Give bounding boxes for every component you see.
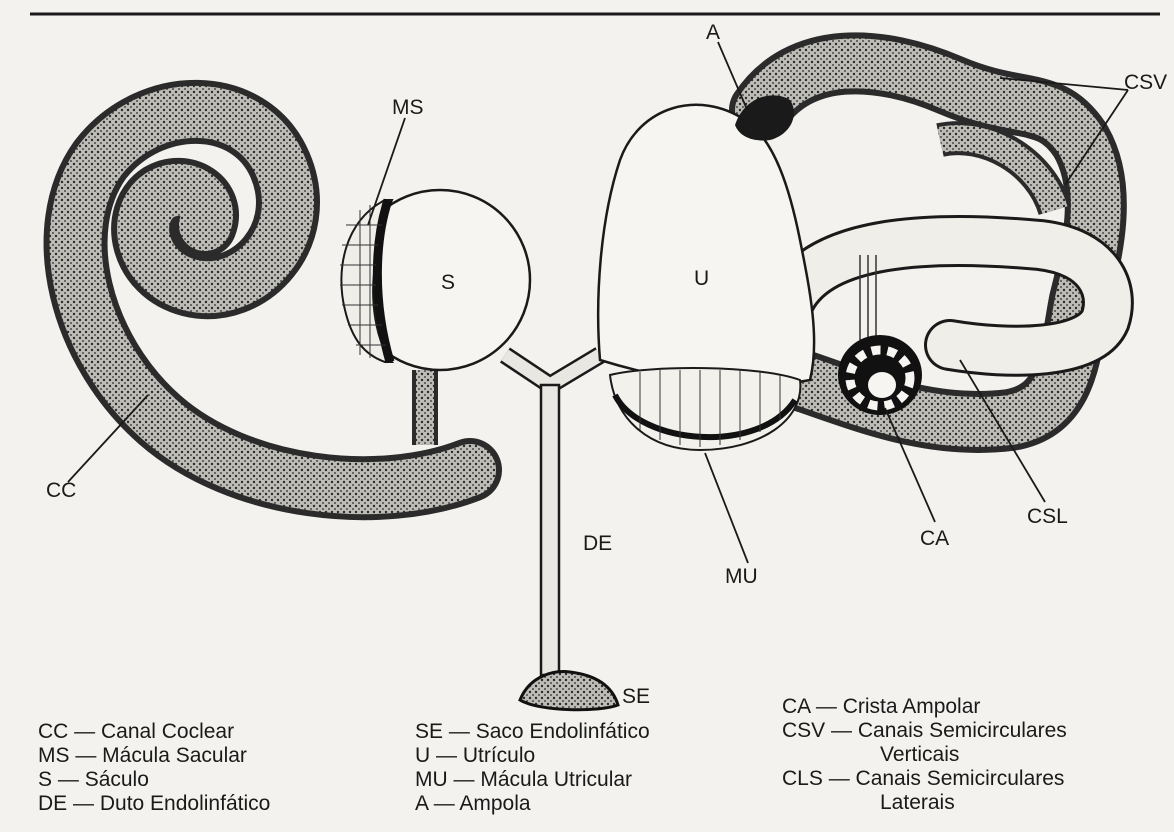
legend-item: CA — Crista Ampolar bbox=[782, 695, 1067, 719]
legend-column-2: SE — Saco Endolinfático U — Utrículo MU … bbox=[415, 720, 650, 816]
legend-item: SE — Saco Endolinfático bbox=[415, 720, 650, 744]
label-a: A bbox=[706, 22, 720, 43]
legend-item: CLS — Canais Semicirculares bbox=[782, 767, 1067, 791]
label-ms: MS bbox=[392, 97, 424, 118]
label-se: SE bbox=[622, 686, 650, 707]
utricle bbox=[598, 105, 814, 385]
legend-item: CC — Canal Coclear bbox=[38, 720, 270, 744]
legend-column-1: CC — Canal Coclear MS — Mácula Sacular S… bbox=[38, 720, 270, 816]
endolymphatic-duct bbox=[505, 355, 600, 675]
legend-item: DE — Duto Endolinfático bbox=[38, 792, 270, 816]
label-csv: CSV bbox=[1124, 72, 1167, 93]
legend-item-continuation: Laterais bbox=[782, 791, 1067, 815]
label-ca: CA bbox=[920, 528, 949, 549]
legend-column-3: CA — Crista Ampolar CSV — Canais Semicir… bbox=[782, 695, 1067, 815]
label-cc: CC bbox=[46, 480, 76, 501]
label-u: U bbox=[694, 268, 709, 289]
legend-item: U — Utrículo bbox=[415, 744, 650, 768]
legend-item: S — Sáculo bbox=[38, 768, 270, 792]
label-de: DE bbox=[583, 533, 612, 554]
endolymphatic-sac bbox=[520, 672, 618, 710]
legend-item: A — Ampola bbox=[415, 792, 650, 816]
utricular-macula bbox=[610, 368, 800, 450]
label-csl: CSL bbox=[1027, 506, 1068, 527]
label-s: S bbox=[441, 272, 455, 293]
legend-item: MU — Mácula Utricular bbox=[415, 768, 650, 792]
legend-item-continuation: Verticais bbox=[782, 743, 1067, 767]
legend-item: MS — Mácula Sacular bbox=[38, 744, 270, 768]
label-mu: MU bbox=[725, 566, 758, 587]
legend-item: CSV — Canais Semicirculares bbox=[782, 719, 1067, 743]
